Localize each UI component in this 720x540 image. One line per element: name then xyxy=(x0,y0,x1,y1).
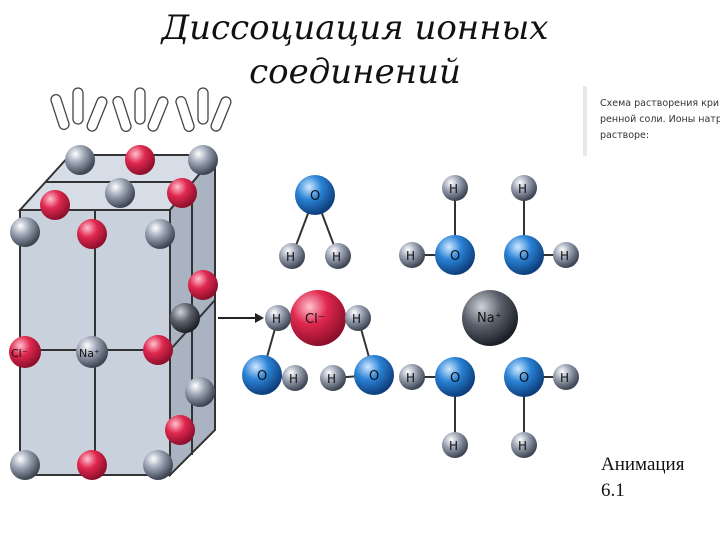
caption-line-2: ренной соли. Ионы натр xyxy=(600,114,720,125)
cl-water-o-top: O xyxy=(310,189,320,204)
caption-divider xyxy=(583,86,587,156)
na-water-h-8: H xyxy=(518,439,527,453)
na-water-o-1: O xyxy=(450,249,460,264)
title-line-1: Диссоциация ионных xyxy=(161,8,549,48)
na-water-o-2: O xyxy=(519,249,529,264)
crystal-cl-label: Cl⁻ xyxy=(11,347,28,360)
na-water-h-6: H xyxy=(560,371,569,385)
sodium-ion-label: Na⁺ xyxy=(477,311,502,326)
cl-water-h-3: H xyxy=(272,312,281,326)
animation-label-line-1: Анимация xyxy=(601,454,685,475)
na-water-h-1: H xyxy=(449,182,458,196)
na-water-o-4: O xyxy=(519,371,529,386)
na-water-h-3: H xyxy=(406,249,415,263)
process-arrow xyxy=(218,313,264,323)
nacl-crystal: Cl⁻ Na⁺ xyxy=(9,145,218,480)
cl-water-o-right: O xyxy=(369,369,379,384)
na-water-h-7: H xyxy=(449,439,458,453)
cl-water-h-6: H xyxy=(327,372,336,386)
cl-water-o-left: O xyxy=(257,369,267,384)
page-title: Диссоциация ионных соединений xyxy=(110,6,600,94)
title-line-2: соединений xyxy=(249,52,461,92)
na-water-h-2: H xyxy=(518,182,527,196)
na-water-h-5: H xyxy=(406,371,415,385)
cl-water-h-5: H xyxy=(289,372,298,386)
water-dipoles xyxy=(50,87,232,133)
chloride-ion-label: Cl⁻ xyxy=(305,312,325,327)
cl-water-h-2: H xyxy=(332,250,341,264)
crystal-na-label: Na⁺ xyxy=(79,347,100,360)
cl-water-h-4: H xyxy=(352,312,361,326)
caption-line-3: растворе: xyxy=(600,130,650,141)
caption-line-1: Схема растворения кри xyxy=(600,98,720,109)
animation-label: Анимация 6.1 xyxy=(601,452,684,504)
na-water-o-3: O xyxy=(450,371,460,386)
figure-caption: Схема растворения кри ренной соли. Ионы … xyxy=(600,96,720,144)
cl-water-h-1: H xyxy=(286,250,295,264)
animation-label-line-2: 6.1 xyxy=(601,480,625,501)
na-water-h-4: H xyxy=(560,249,569,263)
hydrated-chloride xyxy=(261,194,375,379)
